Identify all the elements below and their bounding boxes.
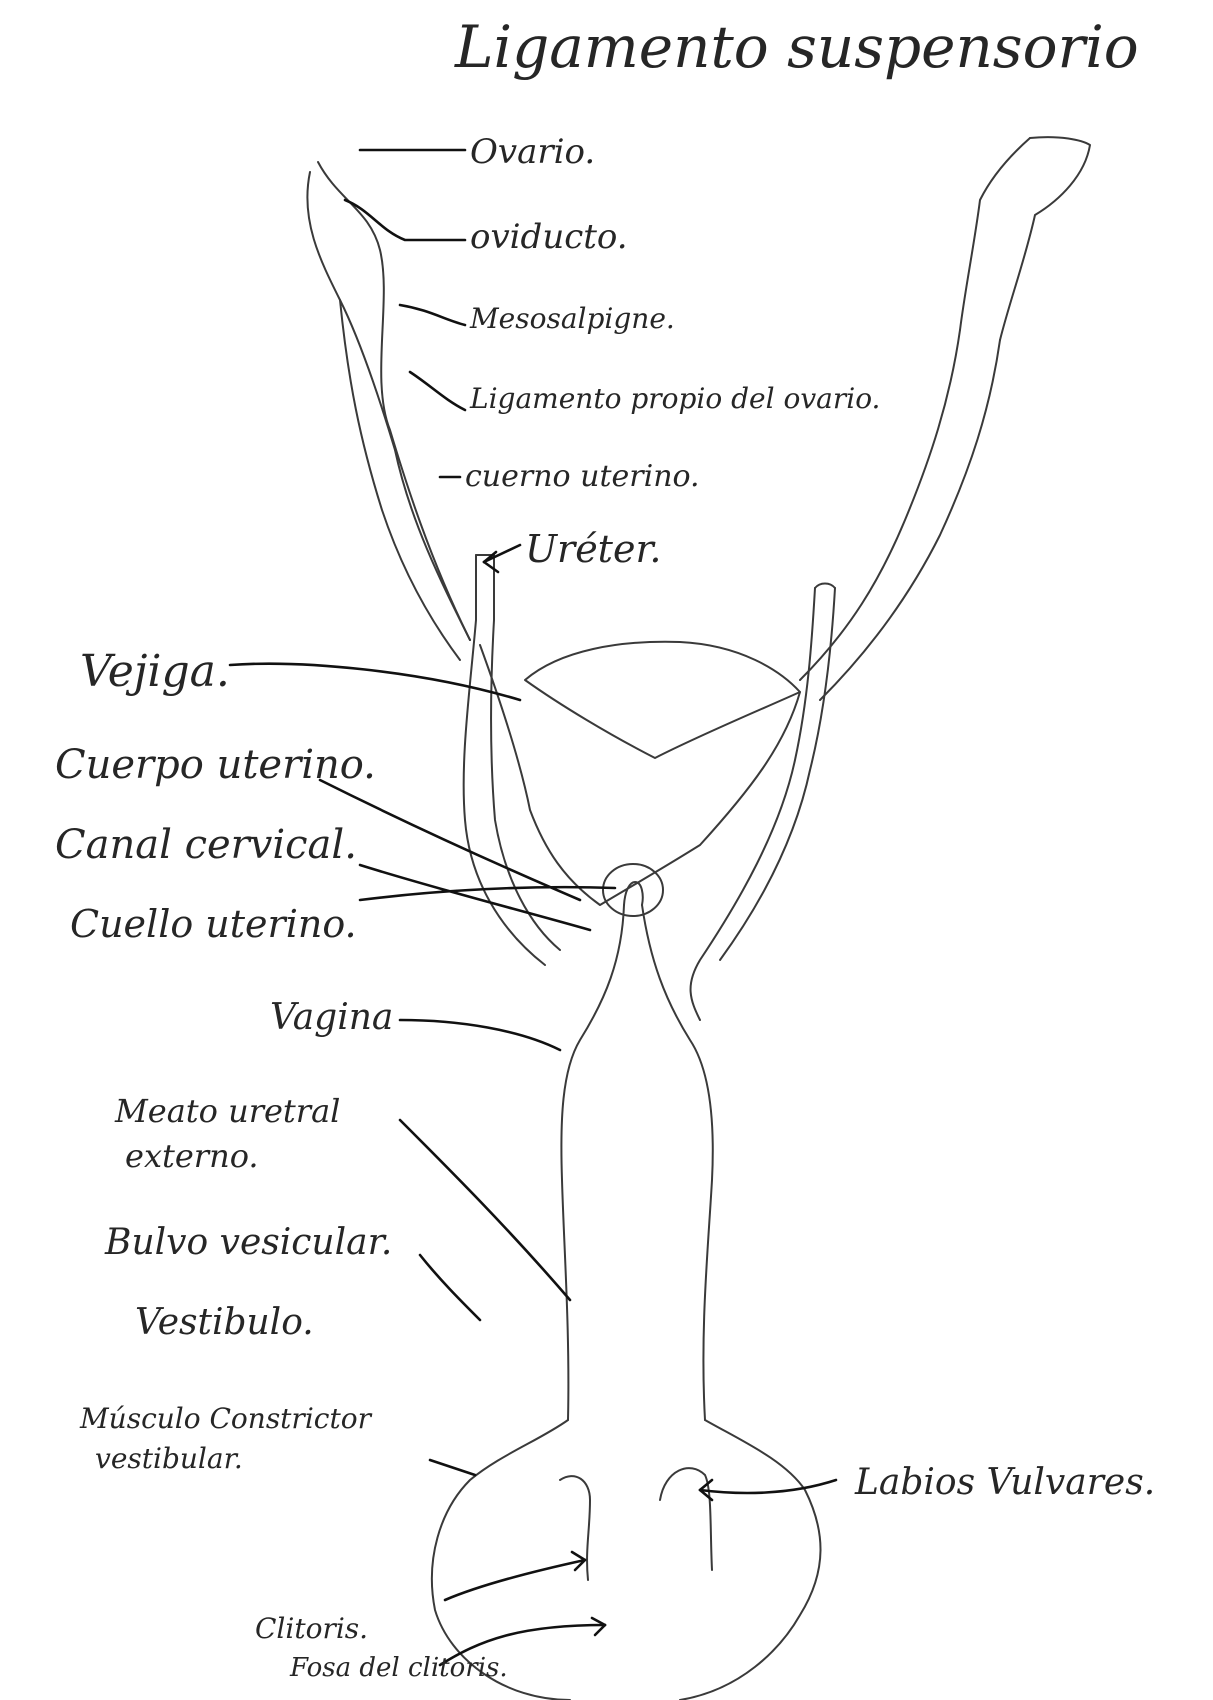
label-ovario: Ovario. [470, 135, 595, 169]
label-mesosalpinge: Mesosalpigne. [470, 305, 675, 333]
label-bulbo-vesicular: Bulvo vesicular. [105, 1225, 392, 1261]
label-vestibulo: Vestibulo. [135, 1305, 314, 1341]
label-clitoris: Clitoris. [255, 1615, 368, 1643]
label-cuerpo-uterino: Cuerpo uterino. [55, 745, 376, 785]
label-meato-line1: Meato uretral [115, 1095, 340, 1127]
label-labios-vulvares: Labios Vulvares. [855, 1465, 1155, 1501]
label-fosa-clitoris: Fosa del clitoris. [290, 1655, 508, 1681]
label-vagina: Vagina [270, 1000, 393, 1036]
label-cuerno-uterino: cuerno uterino. [465, 462, 700, 492]
label-vejiga: Vejiga. [80, 650, 230, 694]
label-meato-line2: externo. [125, 1140, 259, 1172]
label-ligamento-propio: Ligamento propio del ovario. [470, 385, 880, 413]
label-musculo-line1: Músculo Constrictor [80, 1405, 371, 1433]
label-ureter: Uréter. [525, 530, 662, 568]
label-canal-cervical: Canal cervical. [55, 825, 357, 865]
diagram-title: Ligamento suspensorio [455, 18, 1139, 76]
label-musculo-line2: vestibular. [95, 1445, 243, 1473]
label-oviducto: oviducto. [470, 220, 628, 254]
label-cuello-uterino: Cuello uterino. [70, 905, 357, 943]
